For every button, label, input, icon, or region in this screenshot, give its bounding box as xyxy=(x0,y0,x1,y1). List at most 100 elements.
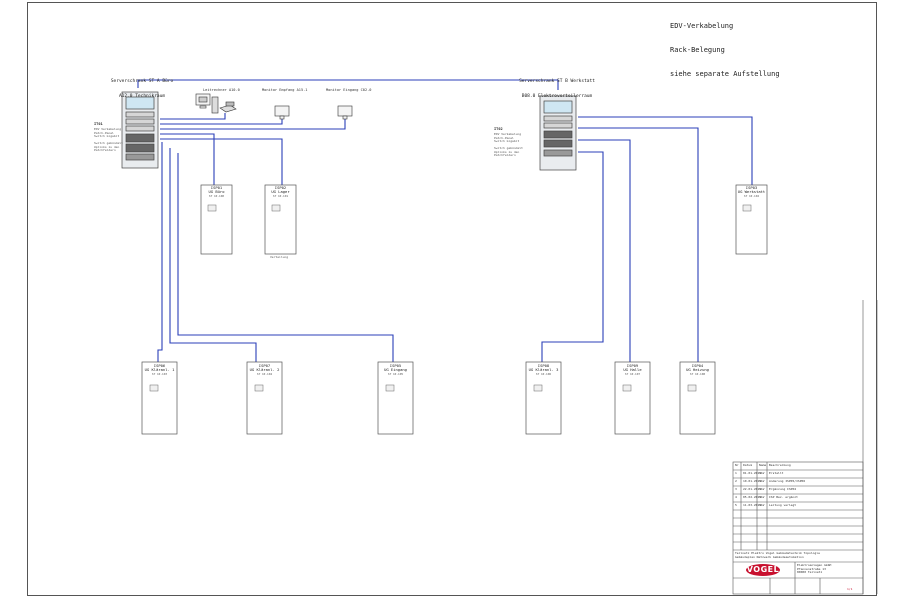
cabinet-isp02 xyxy=(264,184,297,255)
cabinet-sub: ST 10.108 xyxy=(689,371,706,376)
cabinet-isp07 xyxy=(246,361,283,435)
cabinet-name: UG Heizung xyxy=(686,367,709,373)
tb-row-desc: Ergänzung ISP04 xyxy=(769,487,797,491)
pc-icon xyxy=(195,93,237,114)
tb-row-name: SAV xyxy=(759,503,765,507)
rack-1-note: Switch gebündelt Uplinks zu den Patchfel… xyxy=(94,141,123,153)
cable-rack-to-rack xyxy=(137,79,559,90)
tb-row-nr: 2 xyxy=(735,479,737,483)
rack-2-title-line2: B08.0 Elektroverteilerraum xyxy=(521,94,593,99)
cabinet-sub: ST 10.107 xyxy=(624,371,641,376)
note-line-2: Rack-Belegung xyxy=(670,46,725,54)
cabinet-isp03 xyxy=(735,184,768,255)
cabinet-name: UG Lager xyxy=(271,189,290,195)
cable-to-monitor2 xyxy=(160,118,346,130)
tb-header-desc: Beschreibung xyxy=(769,463,791,467)
cable-to-isp07 xyxy=(169,148,257,362)
tb-header-name: Name xyxy=(759,463,767,467)
cabinet-id: ISP03 xyxy=(745,185,758,190)
cabinet-isp08-label: ISP08 UG Kläranl. 3 ST 10.106 xyxy=(526,363,561,376)
tb-row-date: 05.02.2013 xyxy=(743,495,762,499)
cable-to-isp01 xyxy=(160,133,215,185)
cabinet-isp04-label: ISP04 UG Heizung ST 10.108 xyxy=(680,363,715,376)
tb-row-desc: Leitung verlegt xyxy=(769,503,797,507)
cable-to-isp05 xyxy=(177,153,394,362)
cabinet-id: ISP09 xyxy=(626,363,639,368)
cabinet-isp05 xyxy=(377,361,414,435)
cabinet-isp04 xyxy=(679,361,716,435)
cabinet-sub: ST 10.105 xyxy=(387,371,404,376)
tb-row-name: SAV xyxy=(759,471,765,475)
tb-address: Elektroanlagen GmbH Pfannenstraße 13 800… xyxy=(797,563,832,575)
cabling-note: EDV-Verkabelung Rack-Belegung siehe sepa… xyxy=(670,6,780,86)
rack-2-title: Serverschrank ST B Werkstatt B08.0 Elekt… xyxy=(512,69,602,104)
pc-label: Leitrechner A10.0 xyxy=(203,88,240,92)
rack-2-id: IT02 xyxy=(494,127,503,131)
cabinet-name: UG Halle xyxy=(623,367,642,373)
tb-row-desc: Erstellt xyxy=(769,471,784,475)
tb-row-name: SAV xyxy=(759,479,765,483)
cabinet-isp01-label: ISP01 UG Büro ST 10.100 xyxy=(201,185,232,198)
cable-to-isp06 xyxy=(157,142,163,362)
cable-to-isp04 xyxy=(578,127,699,362)
cabinet-isp05-label: ISP05 UG Eingang ST 10.105 xyxy=(378,363,413,376)
cabinet-name: UG Eingang xyxy=(384,367,407,373)
tb-header-nr: Nr xyxy=(735,463,739,467)
cabinet-sub: ST 10.104 xyxy=(256,371,273,376)
tb-row-nr: 1 xyxy=(735,471,737,475)
tb-row-date: 10.01.2013 xyxy=(743,479,762,483)
cabinet-id: ISP05 xyxy=(389,363,402,368)
tb-project: Teilnetz Elektro Vogel Gebäudetechnik To… xyxy=(735,551,820,559)
tb-row-name: SAV xyxy=(759,495,765,499)
server-rack-1 xyxy=(121,91,159,169)
server-rack-2 xyxy=(539,95,577,171)
tb-row-name: SAV xyxy=(759,487,765,491)
tb-row-nr: 4 xyxy=(735,495,737,499)
cabinet-id: ISP06 xyxy=(153,363,166,368)
cabinet-sub: ST 10.106 xyxy=(535,371,552,376)
cabinet-sub: ST 10.103 xyxy=(151,371,168,376)
monitor-icon-1 xyxy=(274,105,290,120)
cabinet-sub: ST 10.101 xyxy=(272,193,289,198)
cabinet-isp09-label: ISP09 UG Halle ST 10.107 xyxy=(615,363,650,376)
cable-to-pc xyxy=(160,113,226,120)
tb-row-date: 11.03.2013 xyxy=(743,503,762,507)
cabinet-isp08 xyxy=(525,361,562,435)
cabinet-id: ISP07 xyxy=(258,363,271,368)
rack-1-id: IT01 xyxy=(94,122,103,126)
cabinet-sub: ST 10.100 xyxy=(208,193,225,198)
cable-lines xyxy=(137,79,753,362)
cabinet-isp09 xyxy=(614,361,651,435)
company-logo: VOGEL xyxy=(746,564,780,576)
note-line-3: siehe separate Aufstellung xyxy=(670,70,780,78)
tb-row-date: 01.01.2013 xyxy=(743,471,762,475)
cable-to-isp08 xyxy=(541,151,604,362)
cabinet-isp02-note: Verteilung xyxy=(270,255,289,259)
cabinet-name: UG Kläranl. 1 xyxy=(144,367,175,373)
cabinet-name: UG Kläranl. 2 xyxy=(249,367,280,373)
rack-2-desc: EDV Verkabelung Patch-Panel Switch Gigab… xyxy=(494,132,522,144)
note-line-1: EDV-Verkabelung xyxy=(670,22,734,30)
cabinet-id: ISP04 xyxy=(691,363,704,368)
cabinet-id: ISP02 xyxy=(274,185,287,190)
rack-1-title-line2: A12.0 Technikraum xyxy=(118,94,166,99)
tb-row-nr: 3 xyxy=(735,487,737,491)
cabinet-isp06-label: ISP06 UG Kläranl. 1 ST 10.103 xyxy=(142,363,177,376)
tb-row-desc: Anderung ISP05/ISP06 xyxy=(769,479,806,483)
tb-row-desc: ISP Bez. ergänzt xyxy=(769,495,798,499)
tb-header-date: Datum xyxy=(743,463,753,467)
cabinet-isp03-label: ISP03 UG Werkstatt ST 10.102 xyxy=(736,185,767,198)
title-block-frame xyxy=(732,300,878,595)
tb-row-date: 22.01.2013 xyxy=(743,487,762,491)
monitor-1-label: Monitor Empfang A15.1 xyxy=(262,88,308,92)
rack-2-note: Switch gebündelt Uplinks zu den Patchfel… xyxy=(494,146,523,158)
cabinet-name: UG Werkstatt xyxy=(737,189,766,195)
cabinet-name: UG Büro xyxy=(208,189,225,195)
monitor-2-label: Monitor Eingang C02.0 xyxy=(326,88,372,92)
rack-1-title: Serverschrank ST A Büro A12.0 Technikrau… xyxy=(102,69,182,104)
cabinet-isp02-label: ISP02 UG Lager ST 10.101 xyxy=(265,185,296,198)
cable-to-isp02 xyxy=(160,138,283,185)
tb-row-nr: 5 xyxy=(735,503,737,507)
cabinet-name: UG Kläranl. 3 xyxy=(528,367,559,373)
